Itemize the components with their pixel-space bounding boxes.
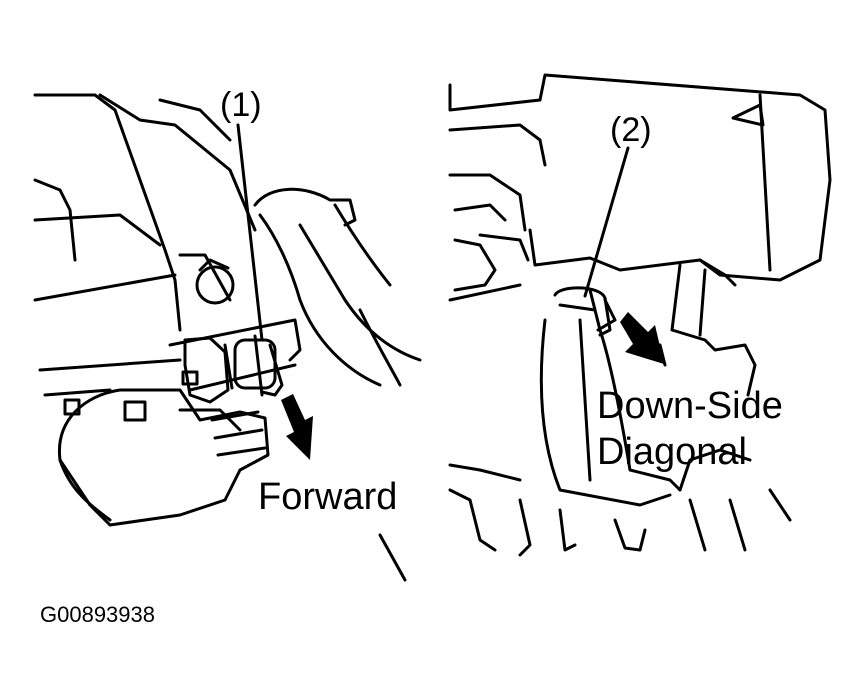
callout-label-1: (1) [220, 86, 262, 124]
forward-arrow-icon [281, 394, 313, 460]
callout-2-leader [583, 146, 630, 298]
right-engine-bay-drawing [448, 73, 832, 557]
left-engine-bay-drawing [33, 93, 422, 582]
direction-label-forward: Forward [258, 476, 398, 518]
callout-1-leader [236, 123, 264, 342]
figure-code: G00893938 [40, 602, 155, 627]
down-side-diagonal-arrow-icon [620, 312, 664, 364]
callout-label-2: (2) [610, 111, 652, 149]
direction-label-down-side: Down-Side [597, 385, 783, 427]
direction-label-diagonal: Diagonal [597, 431, 747, 473]
